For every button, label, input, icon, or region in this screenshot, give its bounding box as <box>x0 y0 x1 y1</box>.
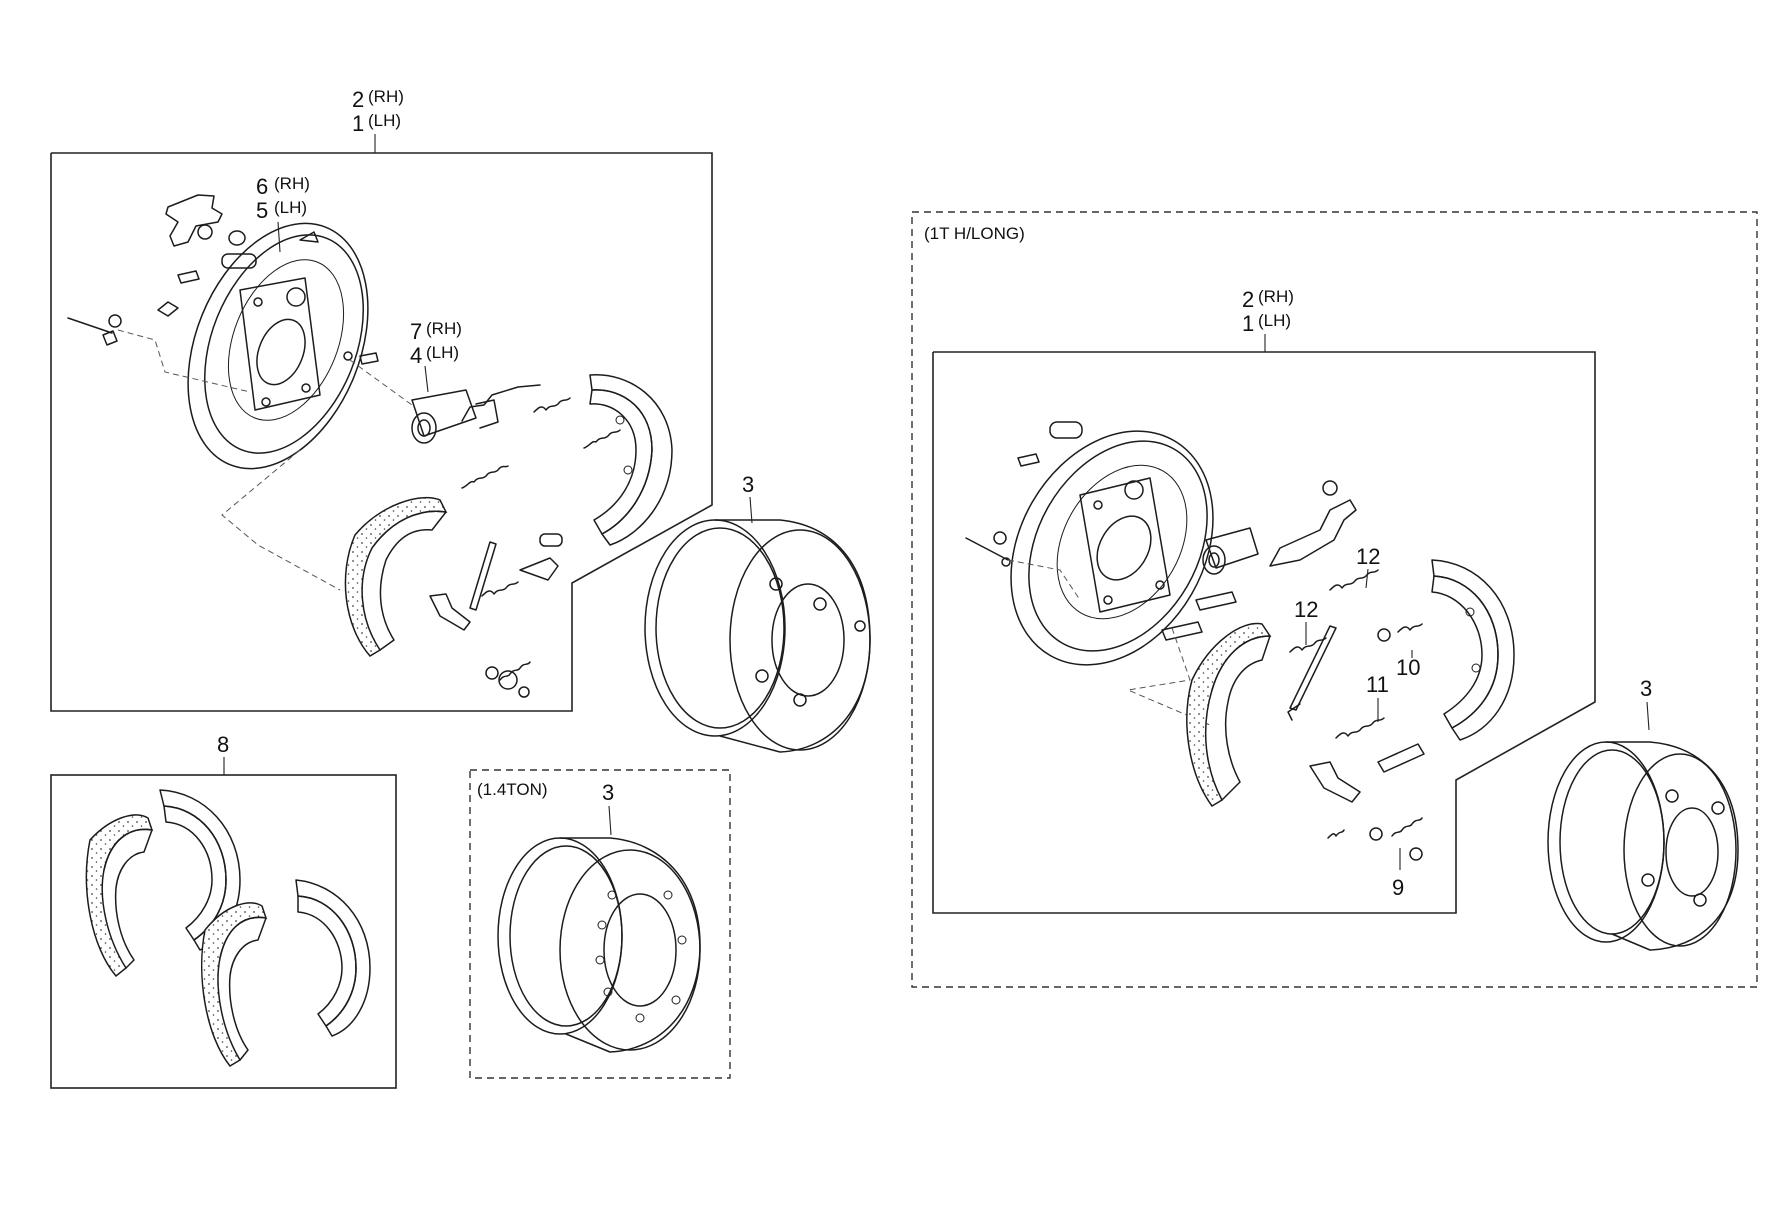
callout-7-4: 7 (RH) 4 (LH) <box>410 319 462 393</box>
callout-3-right: 3 <box>1640 676 1652 731</box>
brake-drum-14ton <box>497 837 701 1053</box>
svg-text:(LH): (LH) <box>426 343 459 362</box>
hold-down-left <box>485 661 531 698</box>
springs-left <box>461 384 621 611</box>
variant-14ton-label: (1.4TON) <box>477 780 548 799</box>
callout-12b: 12 <box>1294 597 1318 645</box>
left-assembly-callout: 2 (RH) 1 (LH) <box>352 87 404 153</box>
backing-plate-right <box>1010 430 1214 666</box>
variant-1t-long-label: (1T H/LONG) <box>924 224 1025 243</box>
callout-9: 9 <box>1392 848 1404 900</box>
backing-plate-left <box>187 222 369 470</box>
svg-text:12: 12 <box>1294 597 1318 622</box>
brake-shoe-right-a <box>1186 622 1361 839</box>
svg-text:11: 11 <box>1366 672 1389 697</box>
callout-11: 11 <box>1366 672 1389 722</box>
right-assembly-callout: 2 (RH) 1 (LH) <box>1242 287 1294 352</box>
svg-text:(LH): (LH) <box>274 198 307 217</box>
variant-14ton-frame <box>469 769 731 1079</box>
svg-text:(RH): (RH) <box>274 174 310 193</box>
brake-drum-right <box>1547 741 1739 951</box>
springs-right <box>1287 569 1425 773</box>
brake-drum-left <box>644 519 871 753</box>
brake-shoe-left-b <box>589 374 673 546</box>
svg-text:1: 1 <box>352 111 364 136</box>
brake-shoe-kit <box>85 789 371 1067</box>
plate-hardware-right <box>965 421 1237 641</box>
svg-text:1: 1 <box>1242 311 1254 336</box>
svg-text:7: 7 <box>410 319 422 344</box>
left-assembly-frame <box>50 152 713 712</box>
svg-text:4: 4 <box>410 343 422 368</box>
right-assembly-frame <box>932 351 1596 914</box>
svg-text:10: 10 <box>1396 655 1420 680</box>
variant-1t-long-frame <box>911 211 1758 988</box>
hold-down-right <box>1369 817 1423 861</box>
callout-6-5: 6 (RH) 5 (LH) <box>256 174 310 253</box>
svg-text:3: 3 <box>602 780 614 805</box>
svg-text:5: 5 <box>256 198 268 223</box>
parking-lever-left <box>67 194 257 346</box>
svg-text:6: 6 <box>256 174 268 199</box>
svg-text:3: 3 <box>1640 676 1652 701</box>
svg-text:(RH): (RH) <box>1258 287 1294 306</box>
svg-text:(LH): (LH) <box>1258 311 1291 330</box>
wheel-cylinder-right <box>1202 480 1357 575</box>
svg-text:3: 3 <box>742 472 754 497</box>
brake-shoe-right-b <box>1431 559 1515 741</box>
svg-text:(LH): (LH) <box>368 111 401 130</box>
shoe-kit-frame <box>50 774 397 1089</box>
svg-text:12: 12 <box>1356 544 1380 569</box>
svg-text:9: 9 <box>1392 875 1404 900</box>
svg-text:2: 2 <box>1242 287 1254 312</box>
callout-8: 8 <box>217 732 229 775</box>
svg-text:2: 2 <box>352 87 364 112</box>
callout-12a: 12 <box>1356 544 1380 589</box>
svg-text:8: 8 <box>217 732 229 757</box>
wheel-cylinder-left <box>343 351 499 444</box>
callout-3-mid: 3 <box>602 780 614 836</box>
callout-10: 10 <box>1396 650 1420 680</box>
brake-shoe-left-a <box>344 496 471 657</box>
svg-text:(RH): (RH) <box>426 319 462 338</box>
callout-3-left: 3 <box>742 472 754 524</box>
svg-text:(RH): (RH) <box>368 87 404 106</box>
